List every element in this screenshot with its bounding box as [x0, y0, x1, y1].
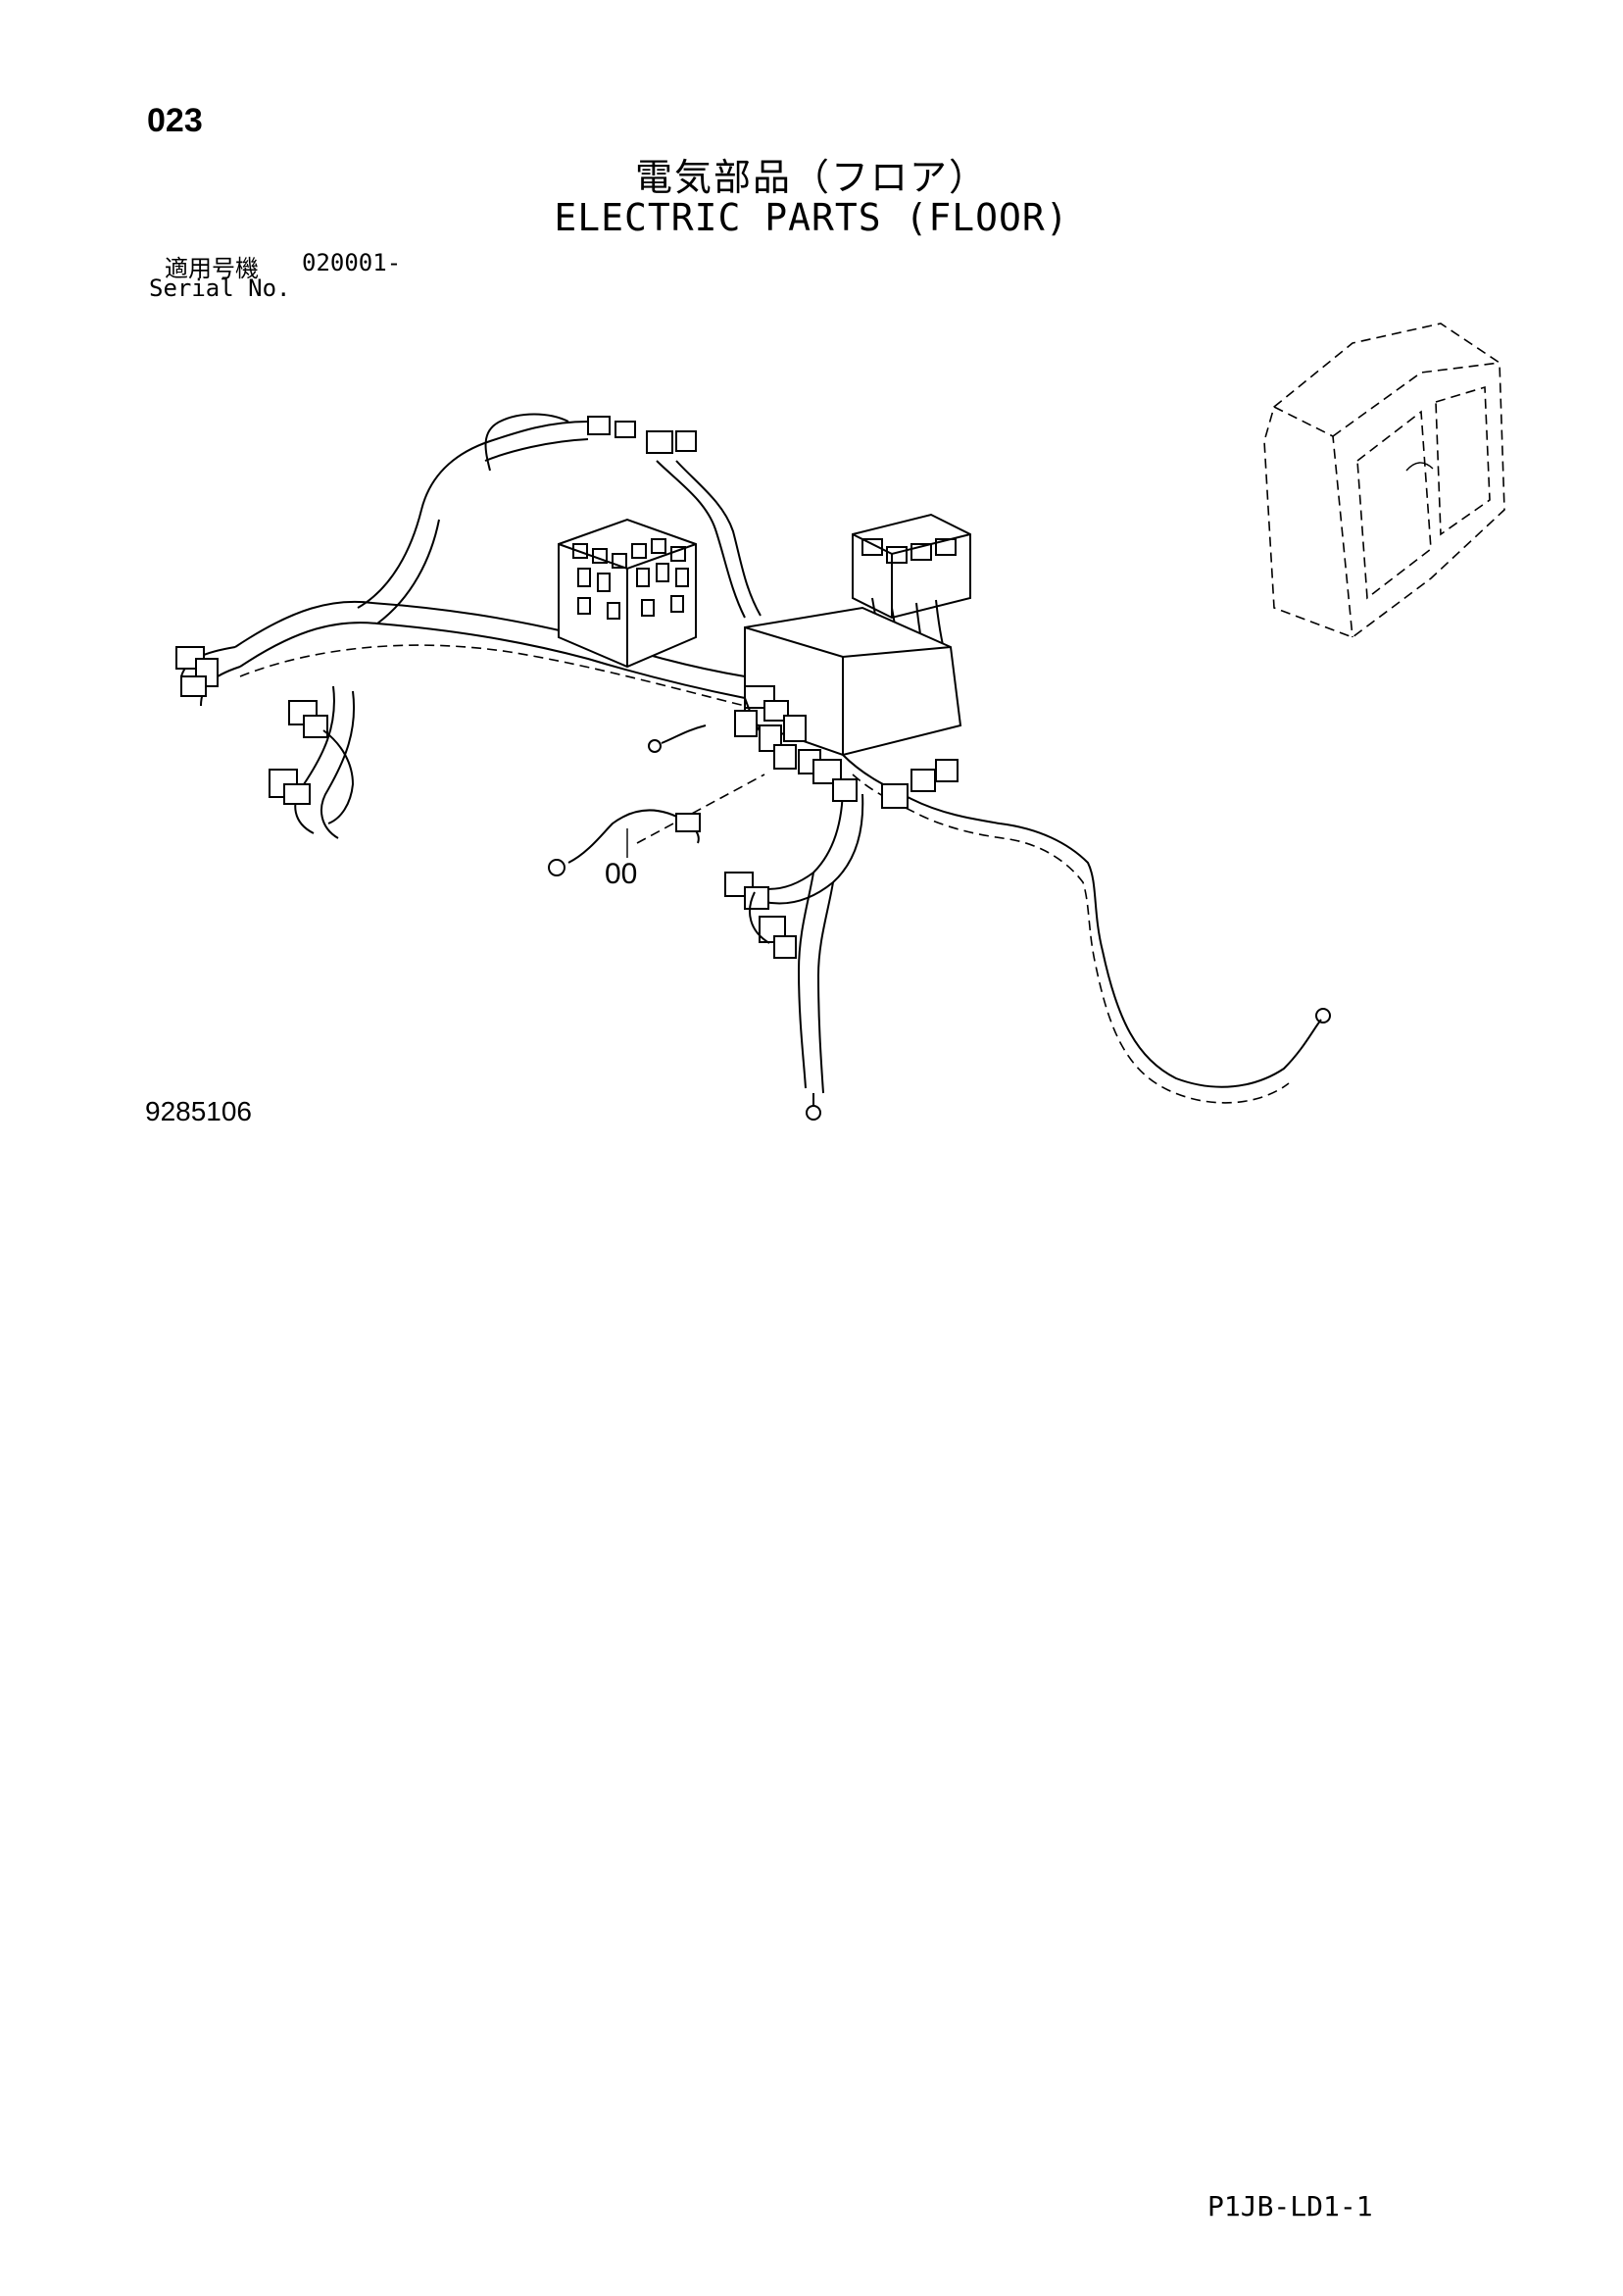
- lower-harness: [754, 754, 1331, 1121]
- callout-label: 00: [605, 858, 638, 890]
- page-number: 023: [147, 102, 203, 139]
- fuse-box: [558, 518, 697, 669]
- serial-label-english: Serial No.: [149, 275, 291, 302]
- relay-group: [648, 697, 821, 774]
- ground-wire: [548, 774, 765, 876]
- controller-block: [744, 513, 971, 757]
- top-connectors: [484, 413, 762, 619]
- drawing-number: 9285106: [145, 1096, 253, 1126]
- page-title-japanese: 電気部品（フロア）: [634, 156, 988, 199]
- lower-connectors: [724, 759, 959, 959]
- serial-label-japanese: 適用号機: [165, 255, 259, 282]
- page-title-english: ELECTRIC PARTS (FLOOR): [554, 196, 1069, 239]
- page-code: P1JB-LD1-1: [1207, 2190, 1373, 2222]
- serial-number-value: 020001-: [302, 249, 402, 276]
- main-harness: [180, 421, 746, 839]
- cab-outline: [1263, 323, 1505, 638]
- left-connectors: [175, 646, 355, 824]
